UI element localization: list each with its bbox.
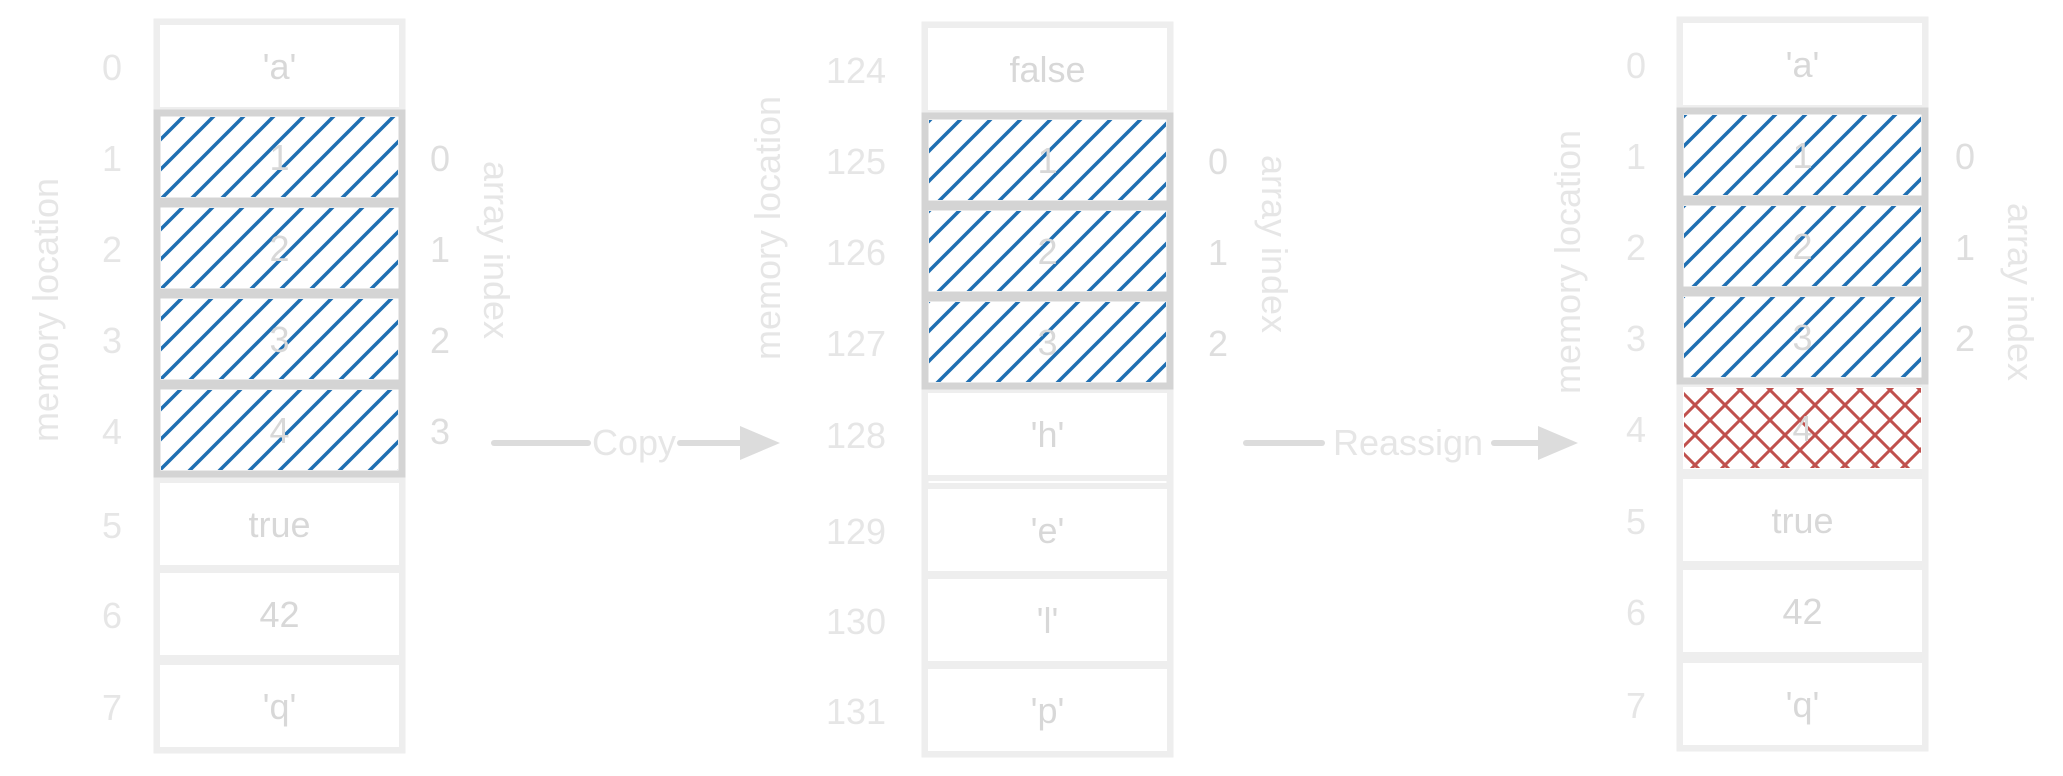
array-element-hatch — [161, 208, 398, 288]
memory-cell-value: true — [1771, 500, 1833, 541]
array-index-value: 1 — [1955, 227, 1975, 268]
memory-cell-value: 'a' — [1786, 44, 1820, 85]
memory-cell-value: 1 — [269, 137, 289, 178]
memory-address: 4 — [102, 411, 122, 452]
array-index-label: array index — [2000, 203, 2041, 381]
memory-address: 3 — [1626, 318, 1646, 359]
memory-cell — [922, 483, 1173, 577]
array-index-value: 0 — [1955, 136, 1975, 177]
memory-cell — [1677, 17, 1928, 111]
array-element-hatch — [929, 120, 1166, 200]
memory-cell — [154, 659, 405, 753]
array-index-value: 2 — [1208, 323, 1228, 364]
memory-address: 5 — [102, 505, 122, 546]
memory-address: 128 — [826, 415, 886, 456]
array-element-hatch — [929, 211, 1166, 291]
memory-address: 6 — [1626, 592, 1646, 633]
memory-cell-value: 42 — [259, 594, 299, 635]
memory-address: 126 — [826, 232, 886, 273]
memory-cell-value: 3 — [1037, 322, 1057, 363]
memory-cell-value: 'e' — [1031, 510, 1065, 551]
memory-cell — [922, 22, 1173, 116]
memory-address: 4 — [1626, 409, 1646, 450]
memory-address: 0 — [102, 47, 122, 88]
array-index-value: 2 — [1955, 318, 1975, 359]
array-element-hatch — [929, 302, 1166, 382]
array-index-label: array index — [476, 161, 517, 339]
memory-address: 7 — [1626, 685, 1646, 726]
reassign-arrow: Reassign — [1243, 422, 1578, 463]
memory-cell-value: false — [1009, 49, 1085, 90]
memory-cell-value: 'h' — [1031, 414, 1065, 455]
memory-address: 3 — [102, 320, 122, 361]
memory-address: 6 — [102, 595, 122, 636]
array-index-value: 3 — [430, 411, 450, 452]
memory-cell — [1677, 657, 1928, 751]
memory-address: 124 — [826, 50, 886, 91]
memory-cell — [154, 567, 405, 661]
array-index-label: array index — [1254, 155, 1295, 333]
panel-copied-array: false 124 1 125 0 2 126 1 3 127 2 'h' 128 'e' 129 'l' 13… — [826, 21, 1228, 758]
array-element-hatch — [1684, 115, 1921, 195]
array-element-hatch — [161, 299, 398, 379]
memory-address: 1 — [102, 138, 122, 179]
memory-location-label: memory location — [25, 178, 66, 442]
copy-arrow: Copy — [491, 422, 780, 463]
memory-cell-value: 'a' — [263, 46, 297, 87]
panel-original-array: 'a' 0 1 1 0 2 2 1 3 3 2 4 4 3 true 5 42 6 'q' 7 — [102, 18, 450, 754]
memory-address: 2 — [1626, 227, 1646, 268]
reassign-arrow-label: Reassign — [1333, 422, 1483, 463]
memory-cell-value: true — [248, 504, 310, 545]
memory-address: 1 — [1626, 136, 1646, 177]
array-block-outline — [921, 112, 1174, 390]
memory-address: 131 — [826, 691, 886, 732]
memory-cell-value: 1 — [1792, 135, 1812, 176]
memory-cell-value: 'p' — [1031, 690, 1065, 731]
memory-cell-value: 4 — [1792, 408, 1812, 449]
array-element-hatch — [1684, 297, 1921, 377]
memory-location-label: memory location — [747, 96, 788, 360]
memory-cell-value: 'q' — [263, 686, 297, 727]
memory-location-label: memory location — [1547, 130, 1588, 394]
memory-cell-value: 2 — [269, 228, 289, 269]
array-element-hatch — [161, 117, 398, 197]
memory-cell — [922, 663, 1173, 757]
array-element-hatch — [161, 390, 398, 470]
array-index-value: 0 — [1208, 141, 1228, 182]
memory-address: 7 — [102, 687, 122, 728]
memory-address: 130 — [826, 601, 886, 642]
memory-address: 127 — [826, 323, 886, 364]
reassigned-cell-hatch — [1684, 388, 1921, 468]
memory-address: 0 — [1626, 45, 1646, 86]
memory-address: 125 — [826, 141, 886, 182]
array-index-value: 1 — [1208, 232, 1228, 273]
memory-cell-value: 4 — [269, 410, 289, 451]
array-index-value: 2 — [430, 320, 450, 361]
array-index-value: 0 — [430, 138, 450, 179]
memory-cell — [1677, 564, 1928, 658]
array-element-hatch — [1684, 206, 1921, 286]
memory-address: 5 — [1626, 501, 1646, 542]
memory-cell-value: 'q' — [1786, 684, 1820, 725]
memory-cell-value: 42 — [1782, 591, 1822, 632]
memory-cell-value: 3 — [269, 319, 289, 360]
array-block-outline — [153, 109, 406, 478]
memory-address: 129 — [826, 511, 886, 552]
array-block-outline — [1676, 107, 1929, 385]
memory-cell-value: 2 — [1037, 231, 1057, 272]
memory-cell-value: 3 — [1792, 317, 1812, 358]
memory-cell — [922, 387, 1173, 481]
panel-reassigned-array: 'a' 0 1 1 0 2 2 1 3 3 2 4 4 true 5 42 6 'q' 7 — [1626, 16, 1975, 752]
memory-address: 2 — [102, 229, 122, 270]
memory-cell-value: 1 — [1037, 140, 1057, 181]
copy-arrow-label: Copy — [592, 422, 676, 463]
memory-cell-value: 2 — [1792, 226, 1812, 267]
array-index-value: 1 — [430, 229, 450, 270]
memory-cell-value: 'l' — [1037, 600, 1059, 641]
memory-cell — [1677, 473, 1928, 567]
